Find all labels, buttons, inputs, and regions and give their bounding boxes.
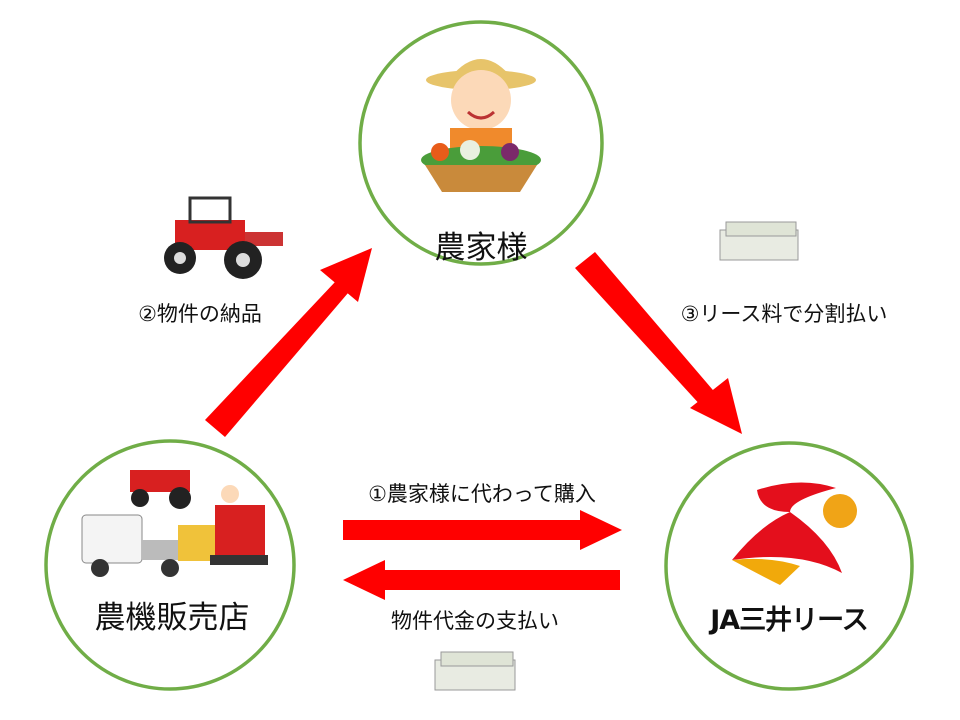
step1-label: ①農家様に代わって購入	[368, 482, 596, 506]
step3-label: ③リース料で分割払い	[680, 302, 888, 326]
money-icon	[434, 651, 516, 691]
farmer-label: 農家様	[434, 230, 528, 266]
dealer-label: 農機販売店	[94, 600, 250, 636]
lessor-logo-text: JA三井リース	[710, 605, 869, 636]
farmer-circle	[358, 20, 604, 266]
lessor-circle	[664, 441, 914, 691]
step2-label: ②物件の納品	[138, 302, 262, 326]
farmer-illustration	[421, 59, 541, 192]
arrow-purchase	[343, 510, 622, 550]
money-icon	[719, 221, 799, 261]
arrow-payment	[343, 560, 620, 600]
dealer-circle	[44, 439, 296, 691]
payment-label: 物件代金の支払い	[391, 609, 559, 633]
arrow-delivery	[205, 248, 372, 437]
dealer-illustration	[81, 470, 268, 577]
ja-mitsui-lease-logo	[732, 482, 857, 585]
arrow-lease-payment	[575, 252, 742, 434]
tractor-illustration	[164, 196, 283, 279]
